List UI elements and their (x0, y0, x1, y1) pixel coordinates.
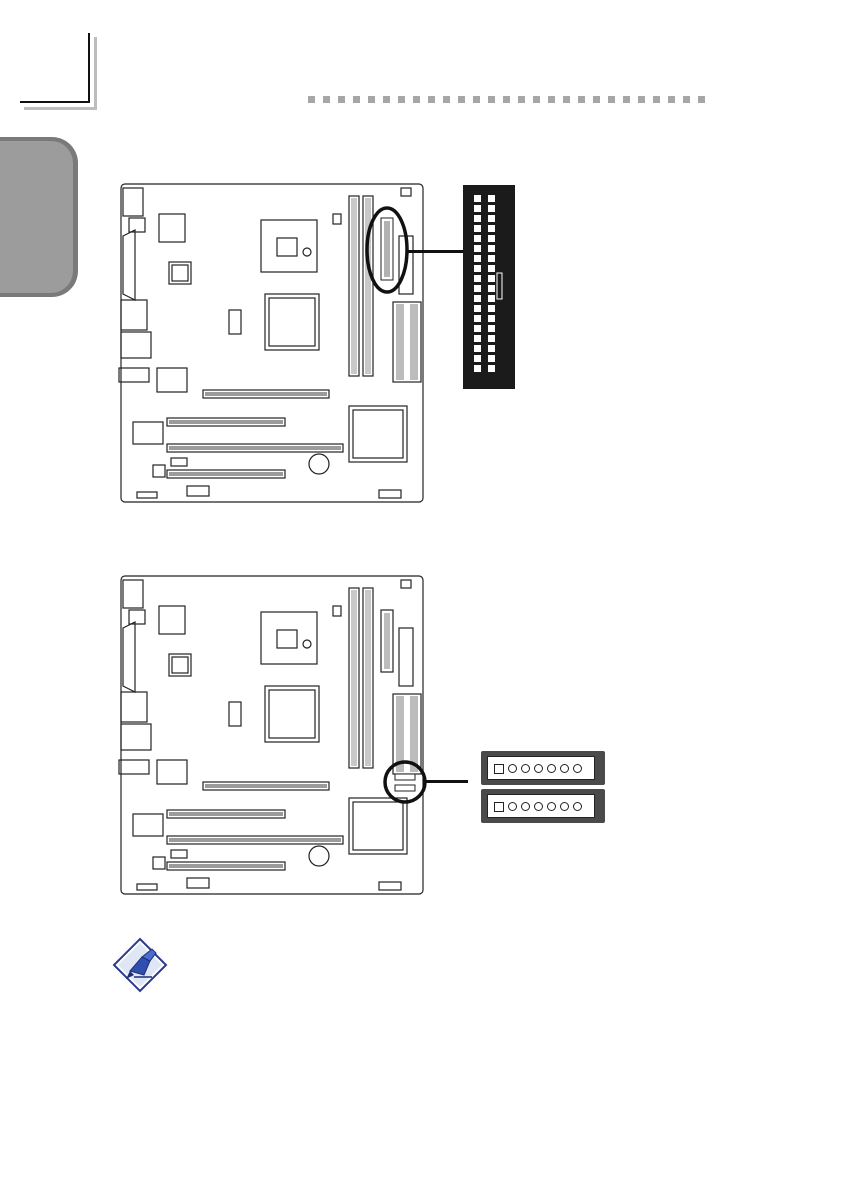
io-small-icon (129, 610, 145, 624)
header-dotted-rule (308, 95, 708, 105)
sata-pin (521, 802, 530, 811)
sata-pin (560, 802, 569, 811)
sata-pin (547, 802, 556, 811)
header-icon (379, 490, 401, 498)
io-parallel-icon (123, 622, 135, 692)
motherboard-diagram-2 (115, 572, 427, 899)
jumper-icon (333, 606, 341, 616)
fan-header-icon (171, 850, 187, 858)
note-pen-icon (112, 937, 168, 993)
header-icon (187, 878, 209, 888)
jumper-icon (333, 214, 341, 224)
atx-power-icon (399, 628, 413, 686)
sata-pin-square (494, 764, 504, 774)
battery-icon (309, 846, 329, 866)
board-outline (121, 576, 423, 894)
northbridge-icon (265, 686, 319, 742)
header-icon (137, 884, 157, 890)
chip-small-icon (153, 465, 165, 477)
motherboard-diagram-1 (115, 180, 427, 507)
chip-small-icon (153, 857, 165, 869)
board-outline (121, 184, 423, 502)
io-audio-jack-icon (119, 368, 149, 382)
sata-connector-icon (481, 751, 605, 785)
ide-key-notch (497, 273, 502, 299)
io-audio-jack-icon (119, 760, 149, 774)
chip-small-icon (229, 702, 241, 726)
sata-pin (521, 764, 530, 773)
sata-pin (534, 764, 543, 773)
io-usb-lan-icon (121, 300, 147, 330)
chip-icon (157, 760, 187, 784)
fan-header-icon (401, 188, 411, 196)
io-small-icon (129, 218, 145, 232)
header-icon (187, 486, 209, 496)
io-ps2-icon (123, 580, 143, 608)
chip-small-icon (229, 310, 241, 334)
chip-icon (133, 814, 163, 836)
sata-connector-small-icon (395, 785, 415, 791)
sata-connector-small-icon (395, 774, 415, 780)
corner-bracket (20, 33, 90, 103)
header-icon (137, 492, 157, 498)
cpu-socket-icon (261, 220, 317, 272)
io-parallel-icon (123, 230, 135, 300)
chip-icon (157, 368, 187, 392)
sata-pin (560, 764, 569, 773)
sata-pin (508, 764, 517, 773)
sata-pin (573, 802, 582, 811)
ide-40-pin-connector-icon (463, 185, 515, 389)
sata-connector-icon (481, 789, 605, 823)
sata-pin (534, 802, 543, 811)
ide-pin-grid (463, 185, 515, 389)
chip-icon (159, 214, 185, 242)
pointer-line-sata (424, 780, 468, 783)
io-usb-lan-icon (121, 692, 147, 722)
chip-icon (133, 422, 163, 444)
southbridge-icon (349, 406, 407, 462)
header-icon (379, 882, 401, 890)
northbridge-icon (265, 294, 319, 350)
southbridge-icon (349, 798, 407, 854)
battery-icon (309, 454, 329, 474)
fan-header-icon (171, 458, 187, 466)
sata-pin (508, 802, 517, 811)
io-ps2-icon (123, 188, 143, 216)
cpu-socket-icon (261, 612, 317, 664)
io-audio-icon (121, 724, 151, 750)
io-audio-icon (121, 332, 151, 358)
sata-pin (547, 764, 556, 773)
highlight-circle (385, 762, 425, 802)
sata-pin (573, 764, 582, 773)
sata-pin-square (494, 802, 504, 812)
pointer-line-ide (407, 250, 467, 253)
chapter-side-tab-inner (0, 141, 73, 293)
chip-icon (159, 606, 185, 634)
fan-header-icon (401, 580, 411, 588)
